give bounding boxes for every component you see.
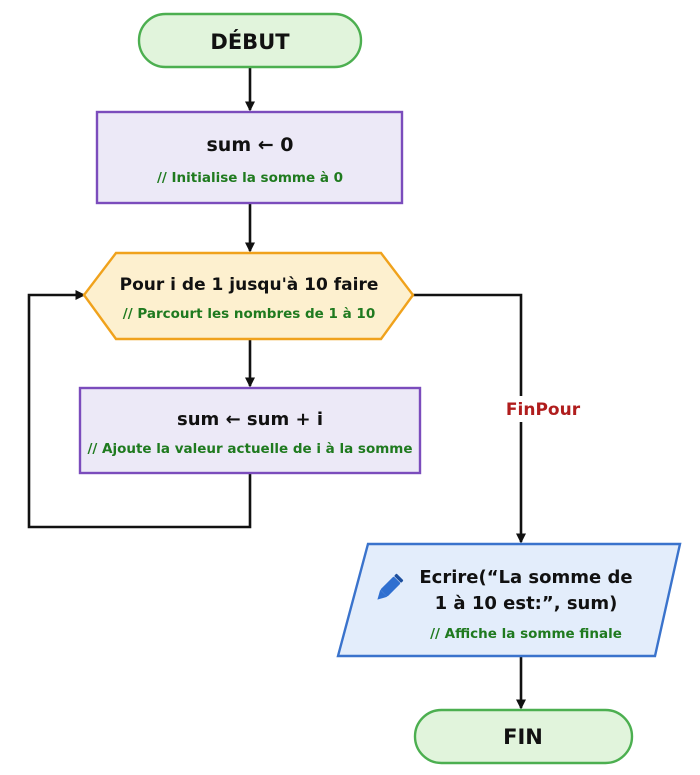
body-node: sum ← sum + i // Ajoute la valeur actuel… [78, 386, 422, 475]
start-shape [137, 12, 363, 69]
init-code: sum ← 0 [206, 134, 293, 156]
end-label: FIN [503, 725, 543, 749]
edge-loop-exit-to-output [413, 293, 526, 544]
loop-shape [82, 251, 415, 341]
output-shape [336, 542, 682, 658]
start-label: DÉBUT [210, 29, 290, 54]
loop-node: Pour i de 1 jusqu'à 10 faire // Parcourt… [82, 251, 415, 341]
body-code: sum ← sum + i [177, 409, 323, 430]
init-comment: // Initialise la somme à 0 [157, 170, 343, 186]
output-line-2: 1 à 10 est:”, sum) [435, 593, 618, 614]
body-comment: // Ajoute la valeur actuelle de i à la s… [87, 441, 412, 457]
loop-exit-label: FinPour [506, 400, 581, 420]
start-node: DÉBUT [137, 12, 363, 69]
init-shape [95, 110, 404, 205]
init-node: sum ← 0 // Initialise la somme à 0 [95, 110, 404, 205]
end-node: FIN [413, 708, 634, 765]
output-comment: // Affiche la somme finale [430, 626, 622, 642]
output-line-1: Ecrire(“La somme de [419, 567, 632, 588]
exit-label-backdrop [496, 396, 586, 422]
pencil-icon [377, 573, 404, 600]
output-node: Ecrire(“La somme de 1 à 10 est:”, sum) /… [336, 542, 682, 658]
loop-code: Pour i de 1 jusqu'à 10 faire [120, 275, 379, 295]
end-shape [413, 708, 634, 765]
loop-comment: // Parcourt les nombres de 1 à 10 [123, 306, 375, 322]
body-shape [78, 386, 422, 475]
edge-body-back-to-loop [27, 290, 252, 529]
